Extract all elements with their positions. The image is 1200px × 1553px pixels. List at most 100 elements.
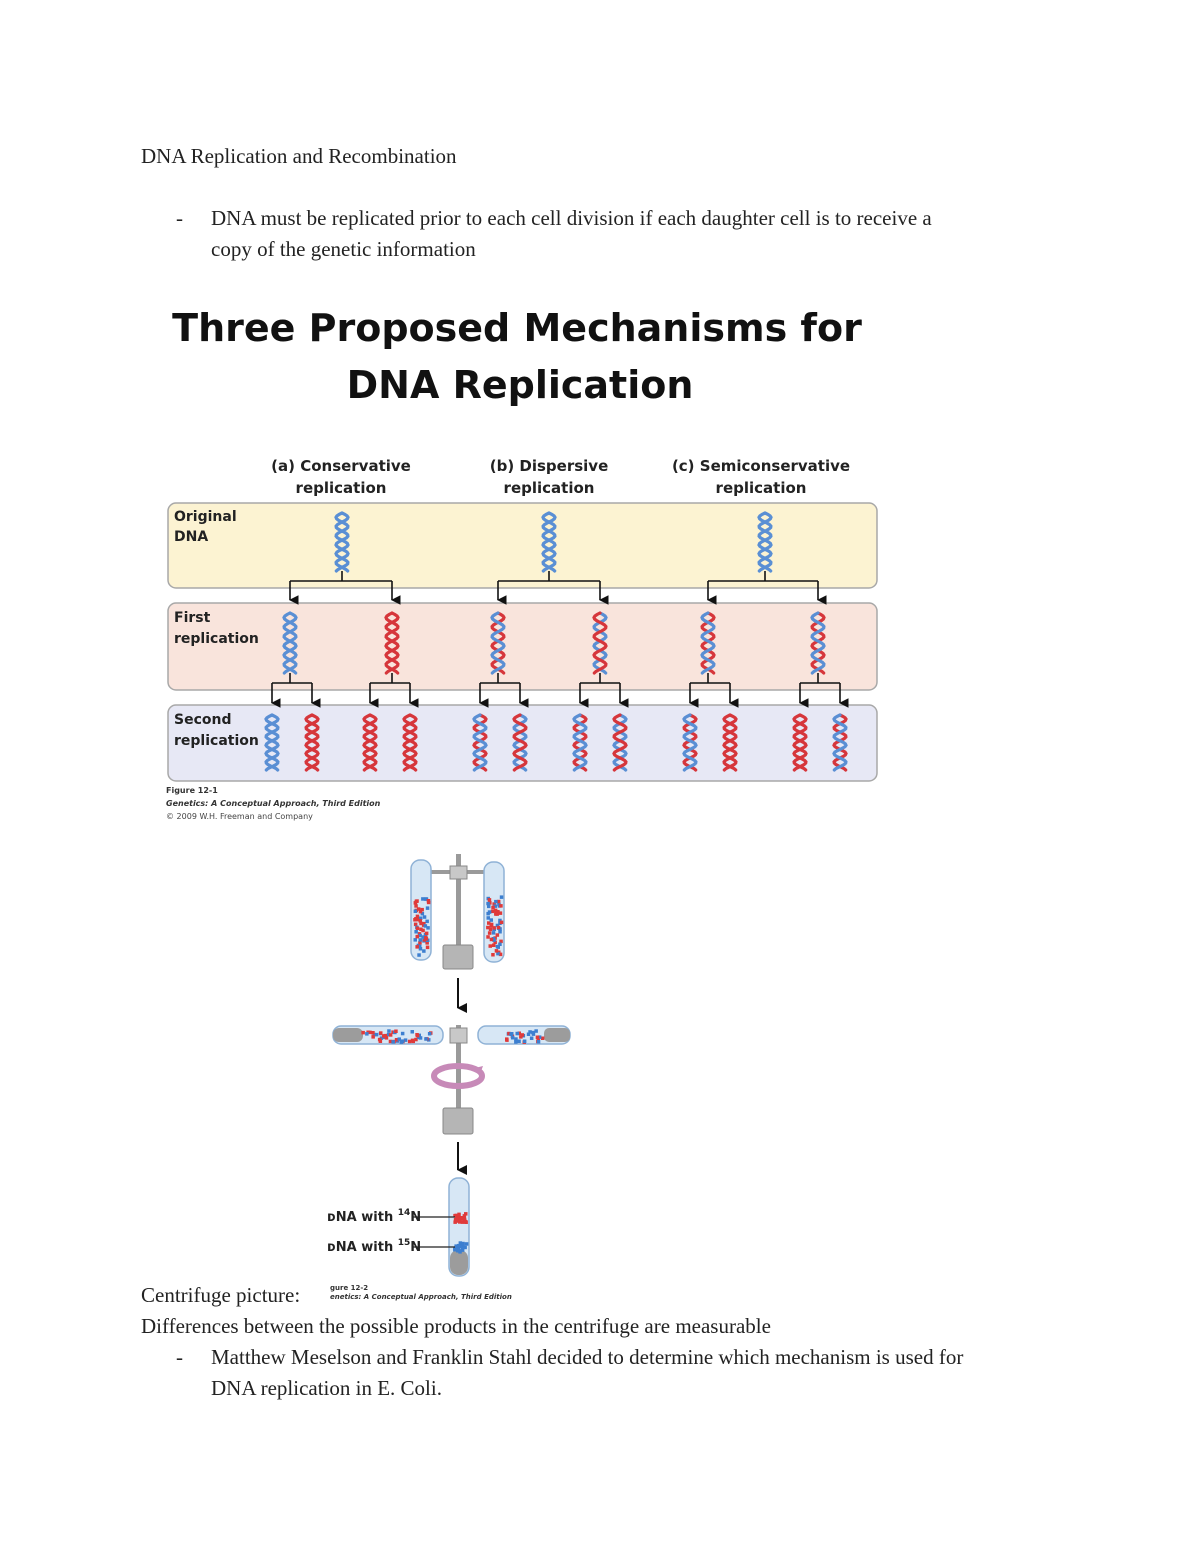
dna-fragment [517, 1039, 521, 1043]
replication-branch-arrow [707, 571, 827, 605]
dna-fragment [414, 930, 418, 934]
dna-fragment [460, 1220, 465, 1224]
credit-line: enetics: A Conceptual Approach, Third Ed… [330, 1293, 512, 1301]
dna-fragment [415, 1033, 419, 1037]
figure-credit-copyright: © 2009 W.H. Freeman and Company [166, 812, 313, 821]
dna-fragment [418, 909, 423, 914]
dna-fragment [493, 936, 497, 940]
dna-fragment [535, 1035, 540, 1039]
dna-fragment [492, 938, 496, 942]
dna-double-helix [264, 713, 280, 772]
dna-fragment [498, 942, 502, 946]
row-label-original-sub: DNA [174, 529, 208, 545]
dna-fragment [457, 1249, 462, 1253]
dna-double-helix [722, 713, 738, 772]
dna-fragment [491, 905, 495, 910]
replication-branch-arrow [289, 571, 401, 605]
dna-strand [402, 713, 418, 772]
dna-fragment [457, 1212, 461, 1217]
dna-double-helix [304, 713, 320, 772]
dna-fragment [464, 1212, 468, 1216]
dna-fragment [418, 941, 422, 945]
dna-strand [490, 611, 506, 675]
dna-fragment [361, 1030, 365, 1035]
dna-fragment [492, 943, 496, 947]
dna-fragment [492, 902, 496, 906]
dna-fragment [486, 935, 490, 939]
dna-fragment [459, 1216, 464, 1220]
dna-fragment [529, 1036, 534, 1040]
dna-strand [700, 611, 716, 675]
dna-fragment [534, 1029, 538, 1033]
dna-fragment [496, 951, 500, 956]
dna-fragment [418, 933, 422, 938]
dna-fragment [426, 899, 431, 903]
column-header-b: (b) Dispersive [490, 457, 609, 475]
dna-fragment [422, 915, 427, 919]
dna-fragment [418, 938, 422, 942]
dna-fragment [424, 931, 429, 936]
dna-double-helix [512, 713, 528, 772]
bullet-text-line: copy of the genetic information [211, 237, 476, 261]
dna-strand [304, 713, 320, 772]
dna-fragment [498, 930, 502, 934]
dna-fragment [407, 1039, 412, 1044]
dna-band-15n [453, 1241, 469, 1254]
dna-fragment [424, 897, 429, 901]
centrifuge-figure: ᴅNA with 14N ᴅNA with 15N [327, 854, 571, 1277]
dna-fragment [422, 949, 426, 953]
helix-layer [264, 511, 848, 772]
dna-fragment [387, 1029, 391, 1033]
dna-fragment [418, 1036, 423, 1040]
dna-fragment [422, 921, 426, 926]
dna-double-helix [490, 611, 506, 675]
dna-double-helix [592, 611, 608, 675]
pellet [544, 1028, 570, 1042]
dna-fragment [456, 1244, 461, 1248]
dna-fragment [399, 1040, 404, 1044]
dna-fragment [426, 926, 430, 930]
dna-fragment [487, 898, 492, 902]
dna-fragment [394, 1029, 398, 1033]
dna-fragment [486, 901, 490, 906]
pellet [450, 1250, 468, 1275]
dna-fragment [388, 1033, 393, 1037]
dna-double-helix [282, 611, 298, 675]
dna-fragment [510, 1032, 514, 1036]
dna-fragment [462, 1214, 467, 1218]
rotation-arrow-head-icon [475, 1066, 483, 1074]
dna-fragment [453, 1246, 458, 1251]
dna-fragment [464, 1220, 468, 1224]
dna-fragment [371, 1031, 375, 1035]
column-header-a-sub: replication [296, 479, 387, 497]
dna-fragment [413, 922, 418, 927]
dna-strand [512, 713, 528, 772]
dna-fragment [486, 925, 490, 930]
bullet-dash: - [176, 1345, 183, 1369]
rotation-arrow-icon [431, 1063, 485, 1089]
row-label-second: Second [174, 712, 231, 728]
dna-fragment [488, 901, 492, 905]
dna-fragment [487, 910, 492, 914]
document-heading: DNA Replication and Recombination [141, 144, 457, 168]
dna-strand [810, 611, 826, 675]
dna-fragment [491, 931, 496, 935]
dna-fragment [403, 1038, 408, 1042]
bullet-dash: - [176, 206, 183, 230]
column-header-c: (c) Semiconservative [672, 457, 850, 475]
dna-fragment [496, 945, 500, 949]
dna-fragment [499, 895, 504, 899]
dna-fragment [492, 926, 496, 930]
dna-strand [264, 713, 280, 772]
dna-fragment [515, 1031, 519, 1036]
centrifuge-spindle [456, 1025, 461, 1120]
dna-fragment [514, 1037, 518, 1041]
dna-fragment [425, 941, 429, 945]
dna-fragment [494, 911, 498, 916]
dna-fragment [507, 1031, 511, 1036]
row-label-second-sub: replication [174, 733, 259, 749]
dna-fragment [425, 945, 430, 950]
dna-fragment [462, 1217, 467, 1221]
dna-double-helix [832, 713, 848, 772]
dna-fragment [491, 953, 495, 957]
